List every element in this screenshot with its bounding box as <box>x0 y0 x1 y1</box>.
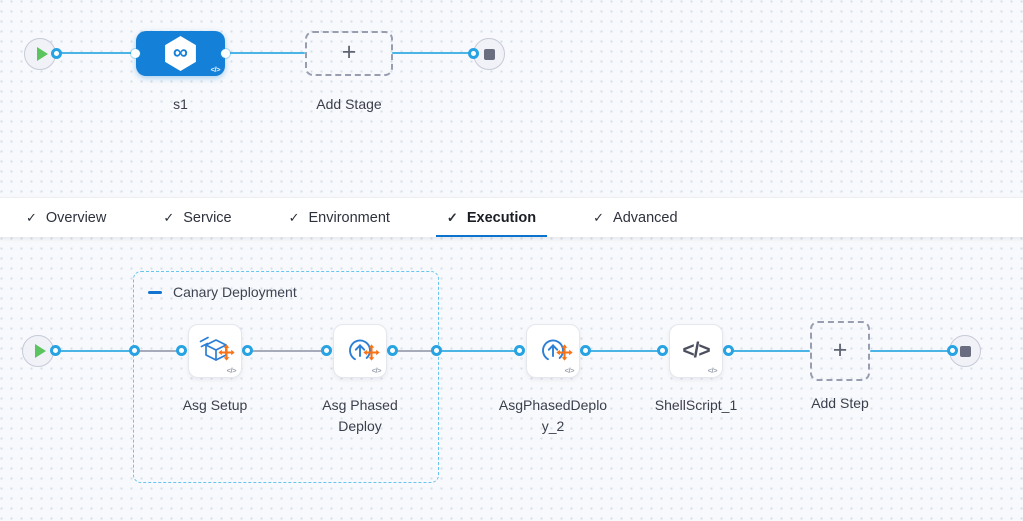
stop-icon <box>483 48 495 60</box>
drag-handle-icon[interactable] <box>363 344 380 366</box>
stage-config-tabbar: ✓ Overview ✓ Service ✓ Environment ✓ Exe… <box>0 197 1023 237</box>
link-point[interactable] <box>387 345 398 356</box>
check-icon: ✓ <box>446 209 458 225</box>
drag-handle-icon[interactable] <box>218 344 235 366</box>
connector-line <box>56 52 136 54</box>
connector-line <box>225 52 305 54</box>
tab-label: Service <box>183 209 232 226</box>
pipeline-start-node <box>24 38 56 70</box>
tab-environment[interactable]: ✓ Environment <box>278 198 401 237</box>
link-point[interactable] <box>242 345 253 356</box>
tab-advanced[interactable]: ✓ Advanced <box>582 198 688 237</box>
link-point[interactable] <box>514 345 525 356</box>
connector-line <box>392 52 474 54</box>
connector-line <box>870 350 948 352</box>
asg-setup-icon <box>199 336 227 361</box>
code-icon: </> <box>371 366 382 375</box>
step-group-canary-deployment[interactable]: Canary Deployment <box>133 271 439 483</box>
connector-line <box>56 350 135 352</box>
link-point[interactable] <box>51 48 62 59</box>
step-node-asg-setup[interactable]: </> <box>188 324 242 378</box>
stage-label: s1 <box>173 96 188 112</box>
plus-icon: + <box>341 38 357 66</box>
connector-line <box>248 350 327 352</box>
link-point[interactable] <box>321 345 332 356</box>
link-point[interactable] <box>468 48 479 59</box>
execution-graph-canvas: Canary Deployment <box>0 237 1023 521</box>
plus-icon: + <box>832 335 848 364</box>
connector-line <box>586 350 663 352</box>
deploy-stage-icon: ∞ <box>165 36 196 71</box>
shell-script-icon: </> <box>682 339 710 362</box>
code-icon: </> <box>707 366 718 375</box>
stage-node-s1[interactable]: ∞ </> <box>136 31 225 76</box>
collapse-group-icon[interactable] <box>148 290 162 294</box>
tab-label: Environment <box>308 209 390 226</box>
link-point[interactable] <box>176 345 187 356</box>
tab-overview[interactable]: ✓ Overview <box>15 198 117 237</box>
step-label: Asg Setup <box>182 397 248 413</box>
tab-label: Advanced <box>613 209 678 226</box>
link-point[interactable] <box>129 345 140 356</box>
step-label: ShellScript_1 <box>654 397 738 413</box>
link-point[interactable] <box>947 345 958 356</box>
step-node-shellscript-1[interactable]: </> </> <box>669 324 723 378</box>
tab-service[interactable]: ✓ Service <box>152 198 242 237</box>
connector-line <box>135 350 182 352</box>
code-icon: </> <box>226 366 237 375</box>
check-icon: ✓ <box>593 209 605 225</box>
check-icon: ✓ <box>26 209 37 225</box>
link-point[interactable] <box>723 345 734 356</box>
play-icon <box>36 47 48 61</box>
add-stage-button[interactable]: + <box>305 31 393 76</box>
link-point[interactable] <box>131 49 140 58</box>
link-point[interactable] <box>431 345 442 356</box>
add-stage-label: Add Stage <box>316 96 382 112</box>
tab-label: Overview <box>45 209 107 226</box>
stage-graph-canvas: ∞ </> s1 + Add Stage <box>0 0 1023 197</box>
check-icon: ✓ <box>288 209 300 225</box>
stop-icon <box>959 345 971 357</box>
step-label: AsgPhasedDeploy_2 <box>498 397 608 434</box>
asg-phased-deploy-icon <box>349 339 371 362</box>
add-step-button[interactable]: + <box>810 321 870 381</box>
link-point[interactable] <box>221 49 230 58</box>
tab-label: Execution <box>466 209 537 226</box>
connector-line <box>729 350 810 352</box>
link-point[interactable] <box>580 345 591 356</box>
connector-line <box>437 350 520 352</box>
check-icon: ✓ <box>163 209 175 225</box>
step-label: Asg Phased Deploy <box>322 397 398 434</box>
add-step-label: Add Step <box>811 395 869 411</box>
step-node-asg-phased-deploy[interactable]: </> <box>333 324 387 378</box>
step-node-asg-phased-deploy-2[interactable]: </> <box>526 324 580 378</box>
code-icon: </> <box>210 65 221 74</box>
tab-execution[interactable]: ✓ Execution <box>435 198 548 237</box>
cd-infinity-glyph: ∞ <box>173 41 188 64</box>
play-icon <box>34 344 46 358</box>
link-point[interactable] <box>50 345 61 356</box>
code-icon: </> <box>564 366 575 375</box>
connector-line <box>393 350 437 352</box>
asg-phased-deploy-icon <box>542 339 564 362</box>
group-title: Canary Deployment <box>173 284 297 300</box>
drag-handle-icon[interactable] <box>556 344 573 366</box>
link-point[interactable] <box>657 345 668 356</box>
group-header: Canary Deployment <box>148 284 297 300</box>
